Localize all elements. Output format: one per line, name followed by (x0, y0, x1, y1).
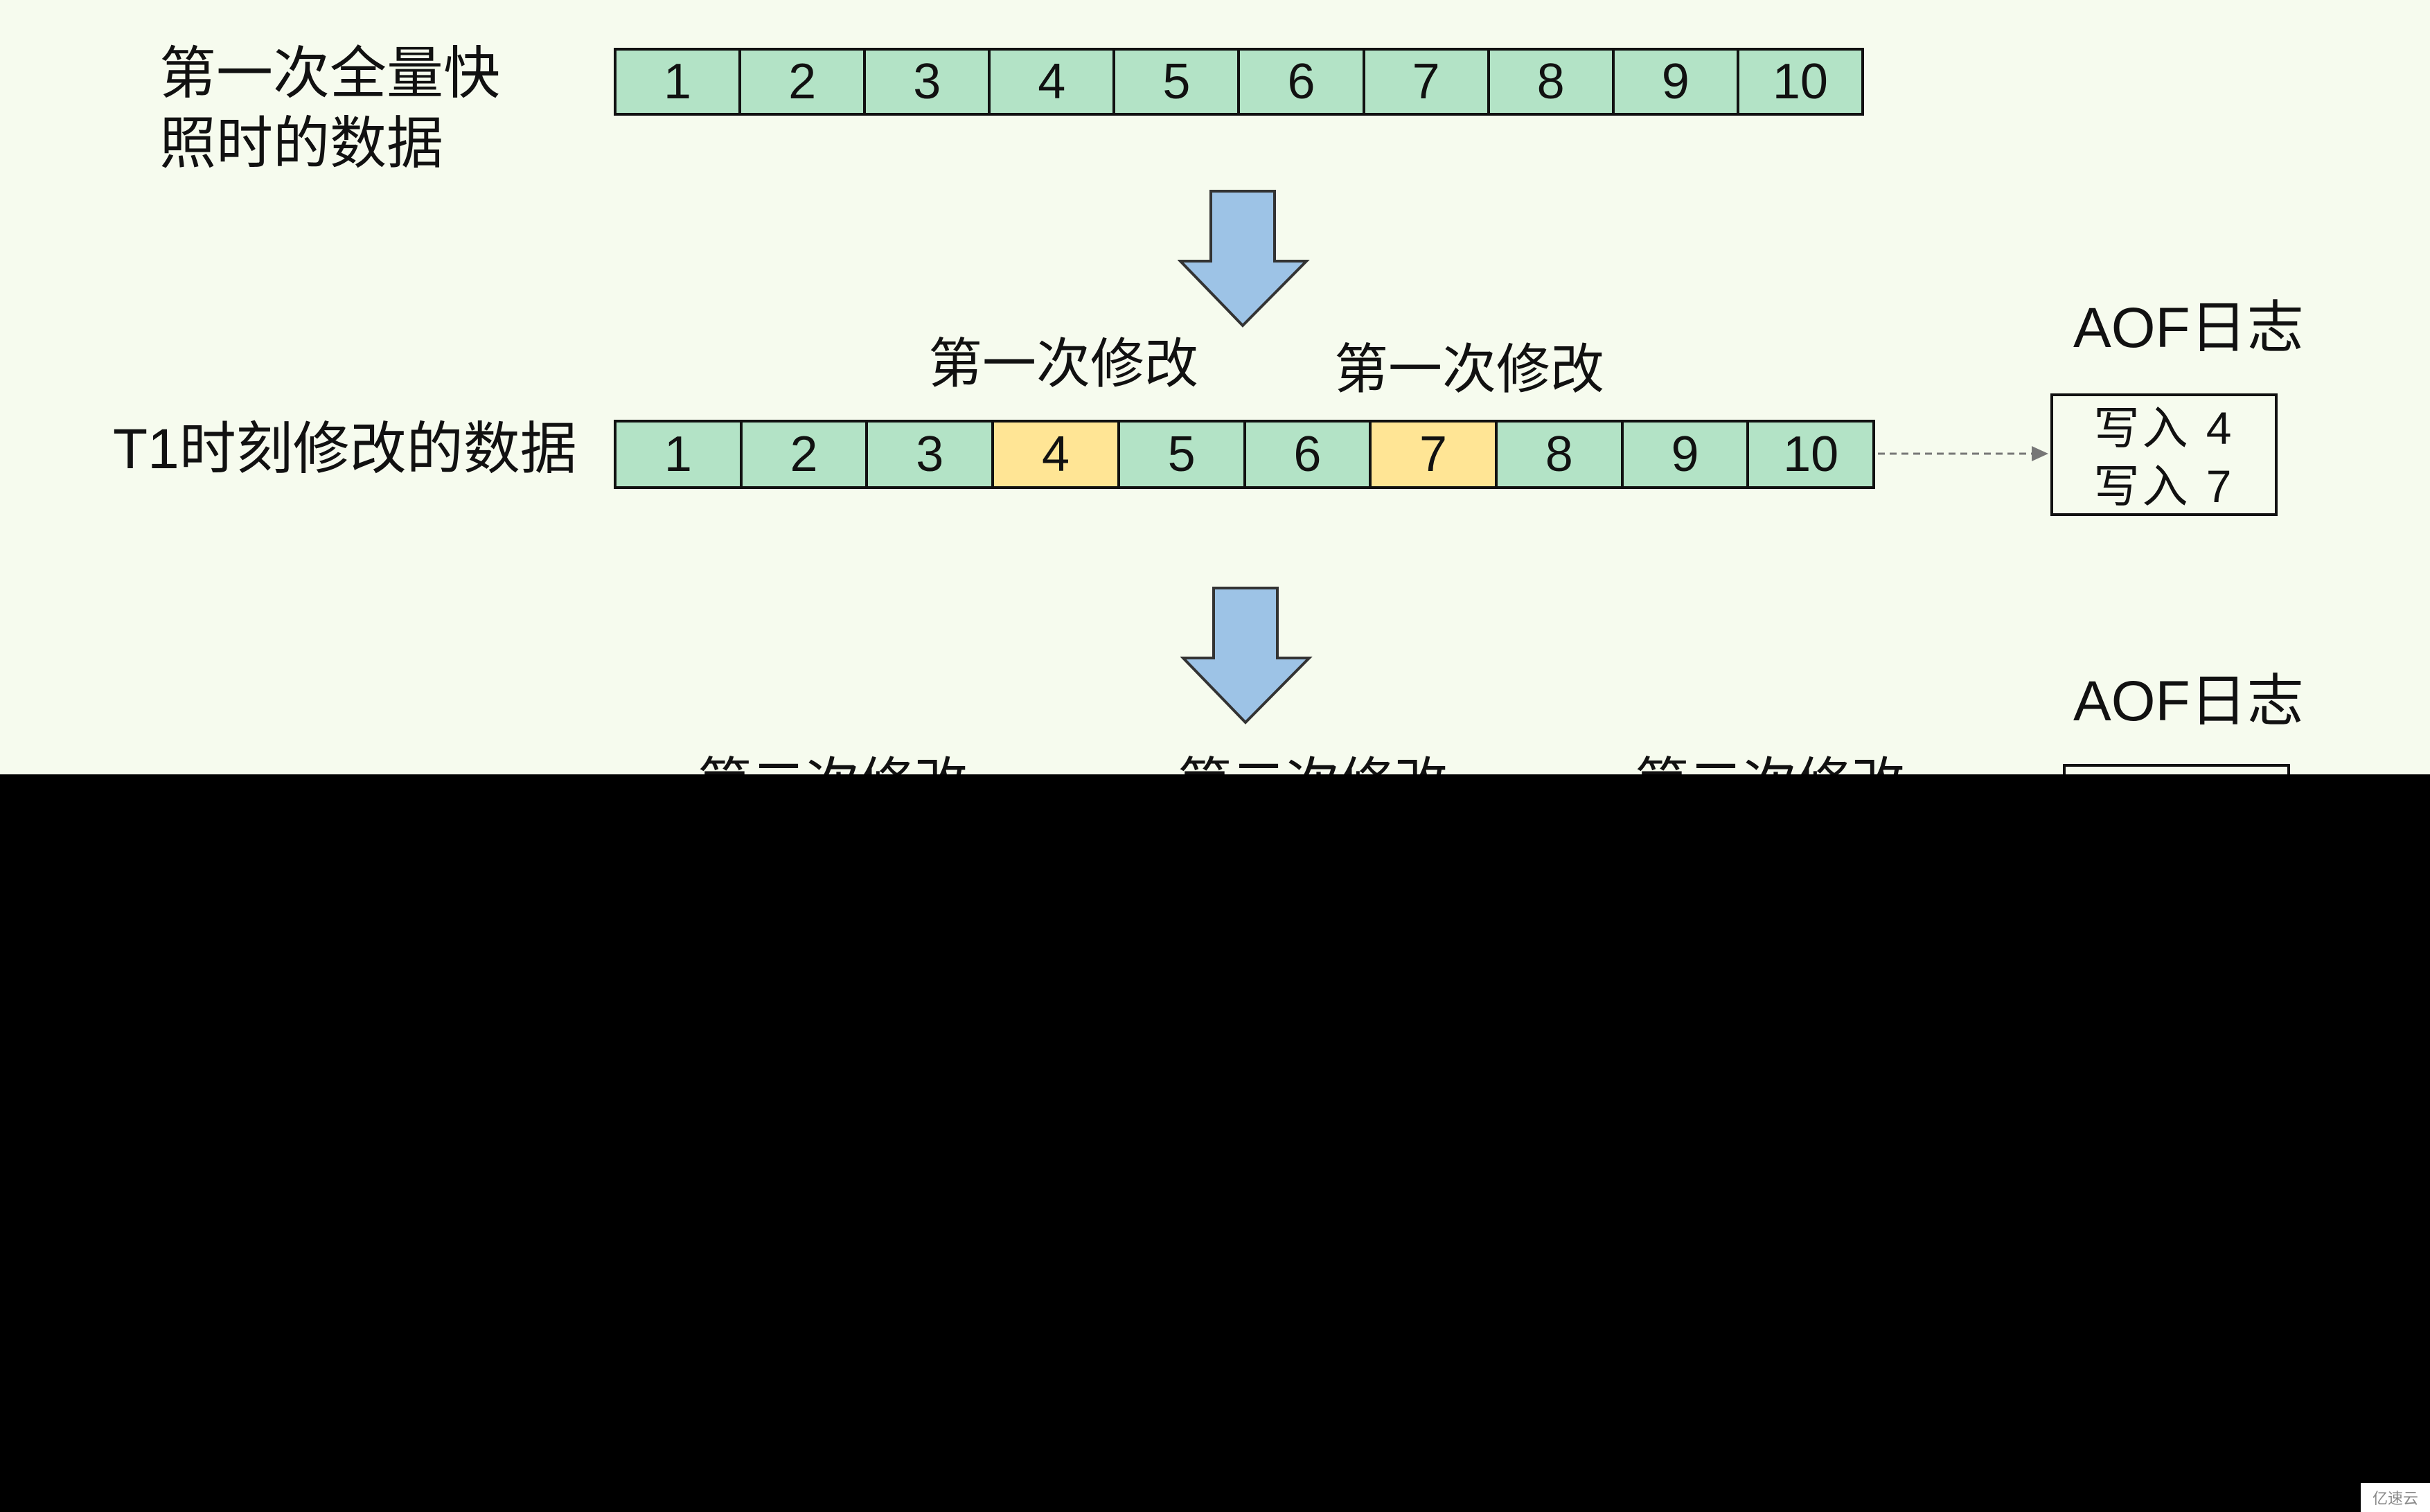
data-cell-unchanged: 1 (617, 51, 742, 113)
data-cell-unchanged: 4 (991, 51, 1116, 113)
aof-entry: 写入 7 (2093, 461, 2235, 512)
data-cell-unchanged: 10 (1739, 51, 1861, 113)
aof-log-title: AOF日志 (2073, 296, 2304, 359)
aof-entry: 写入 4 (2093, 402, 2235, 454)
data-cell-modified: 7 (1372, 423, 1498, 486)
data-cell-unchanged: 6 (1240, 51, 1365, 113)
modification-label: 第一次修改 (928, 333, 1199, 394)
modification-label: 第一次修改 (1334, 339, 1605, 400)
data-cell-unchanged: 9 (1614, 51, 1739, 113)
row2-label: T1时刻修改的数据 (113, 418, 577, 481)
down-arrow-icon (1180, 587, 1313, 724)
data-cell-unchanged: 3 (868, 423, 995, 486)
data-cell-unchanged: 3 (866, 51, 991, 113)
data-cell-unchanged: 7 (1365, 51, 1490, 113)
row1-label-line1: 第一次全量快 (159, 42, 501, 105)
modification-label: 第二次修改 (1635, 748, 1905, 774)
data-cell-unchanged: 8 (1497, 423, 1624, 486)
data-cell-modified: 4 (994, 423, 1120, 486)
data-cell-unchanged: 9 (1623, 423, 1750, 486)
modification-label: 第二次修改 (698, 748, 968, 774)
aof-log-box: 写入 4 写入 7 (2050, 393, 2278, 516)
aof-log-box (2063, 764, 2290, 774)
row1-label-line2: 照时的数据 (159, 112, 444, 175)
aof-log-title: AOF日志 (2073, 670, 2304, 733)
data-cell-unchanged: 5 (1119, 423, 1246, 486)
modification-label: 第二次修改 (1178, 748, 1448, 774)
data-cell-unchanged: 1 (617, 423, 743, 486)
data-cell-unchanged: 5 (1115, 51, 1241, 113)
dashed-arrow-icon (1878, 446, 2048, 461)
data-cell-unchanged: 2 (742, 423, 869, 486)
data-cell-unchanged: 8 (1489, 51, 1615, 113)
data-cell-unchanged: 6 (1245, 423, 1372, 486)
data-cell-unchanged: 2 (741, 51, 867, 113)
down-arrow-icon (1178, 190, 1310, 328)
data-cell-unchanged: 10 (1749, 423, 1873, 486)
watermark-logo: 亿速云 (2361, 1483, 2430, 1512)
